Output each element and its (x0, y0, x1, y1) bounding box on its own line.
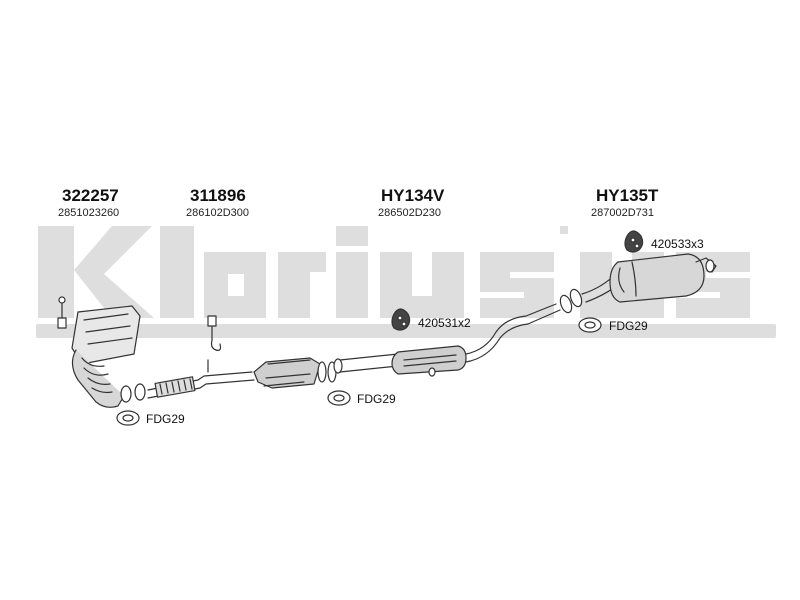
gasket-label-2: FDG29 (357, 392, 396, 406)
mounting-rubber-icon (624, 230, 644, 253)
mounting-rubber-icon (391, 308, 411, 331)
mounting-rubber-label-1: 420531x2 (418, 316, 471, 330)
oem-number-1: 2851023260 (58, 207, 120, 219)
gasket-label-3: FDG29 (609, 319, 648, 333)
part-code-3: HY134V (381, 186, 445, 205)
part-code-1: 322257 (62, 186, 119, 205)
gasket-icon (578, 317, 602, 333)
oem-number-2: 286102D300 (186, 207, 250, 219)
front-pipe-flex (147, 315, 255, 399)
mounting-rubber-label-2: 420533x3 (651, 237, 704, 251)
part-code-4: HY135T (596, 186, 659, 205)
catalytic-converter (253, 357, 337, 389)
rear-silencer (559, 253, 717, 314)
gasket-label-1: FDG29 (146, 412, 185, 426)
oem-number-3: 286502D230 (378, 207, 442, 219)
exhaust-manifold-catalyst (57, 296, 146, 408)
intermediate-pipe-resonator (333, 303, 561, 377)
oem-number-4: 287002D731 (591, 207, 655, 219)
part-code-2: 311896 (190, 186, 246, 205)
gasket-icon (116, 410, 140, 426)
gasket-icon (327, 390, 351, 406)
